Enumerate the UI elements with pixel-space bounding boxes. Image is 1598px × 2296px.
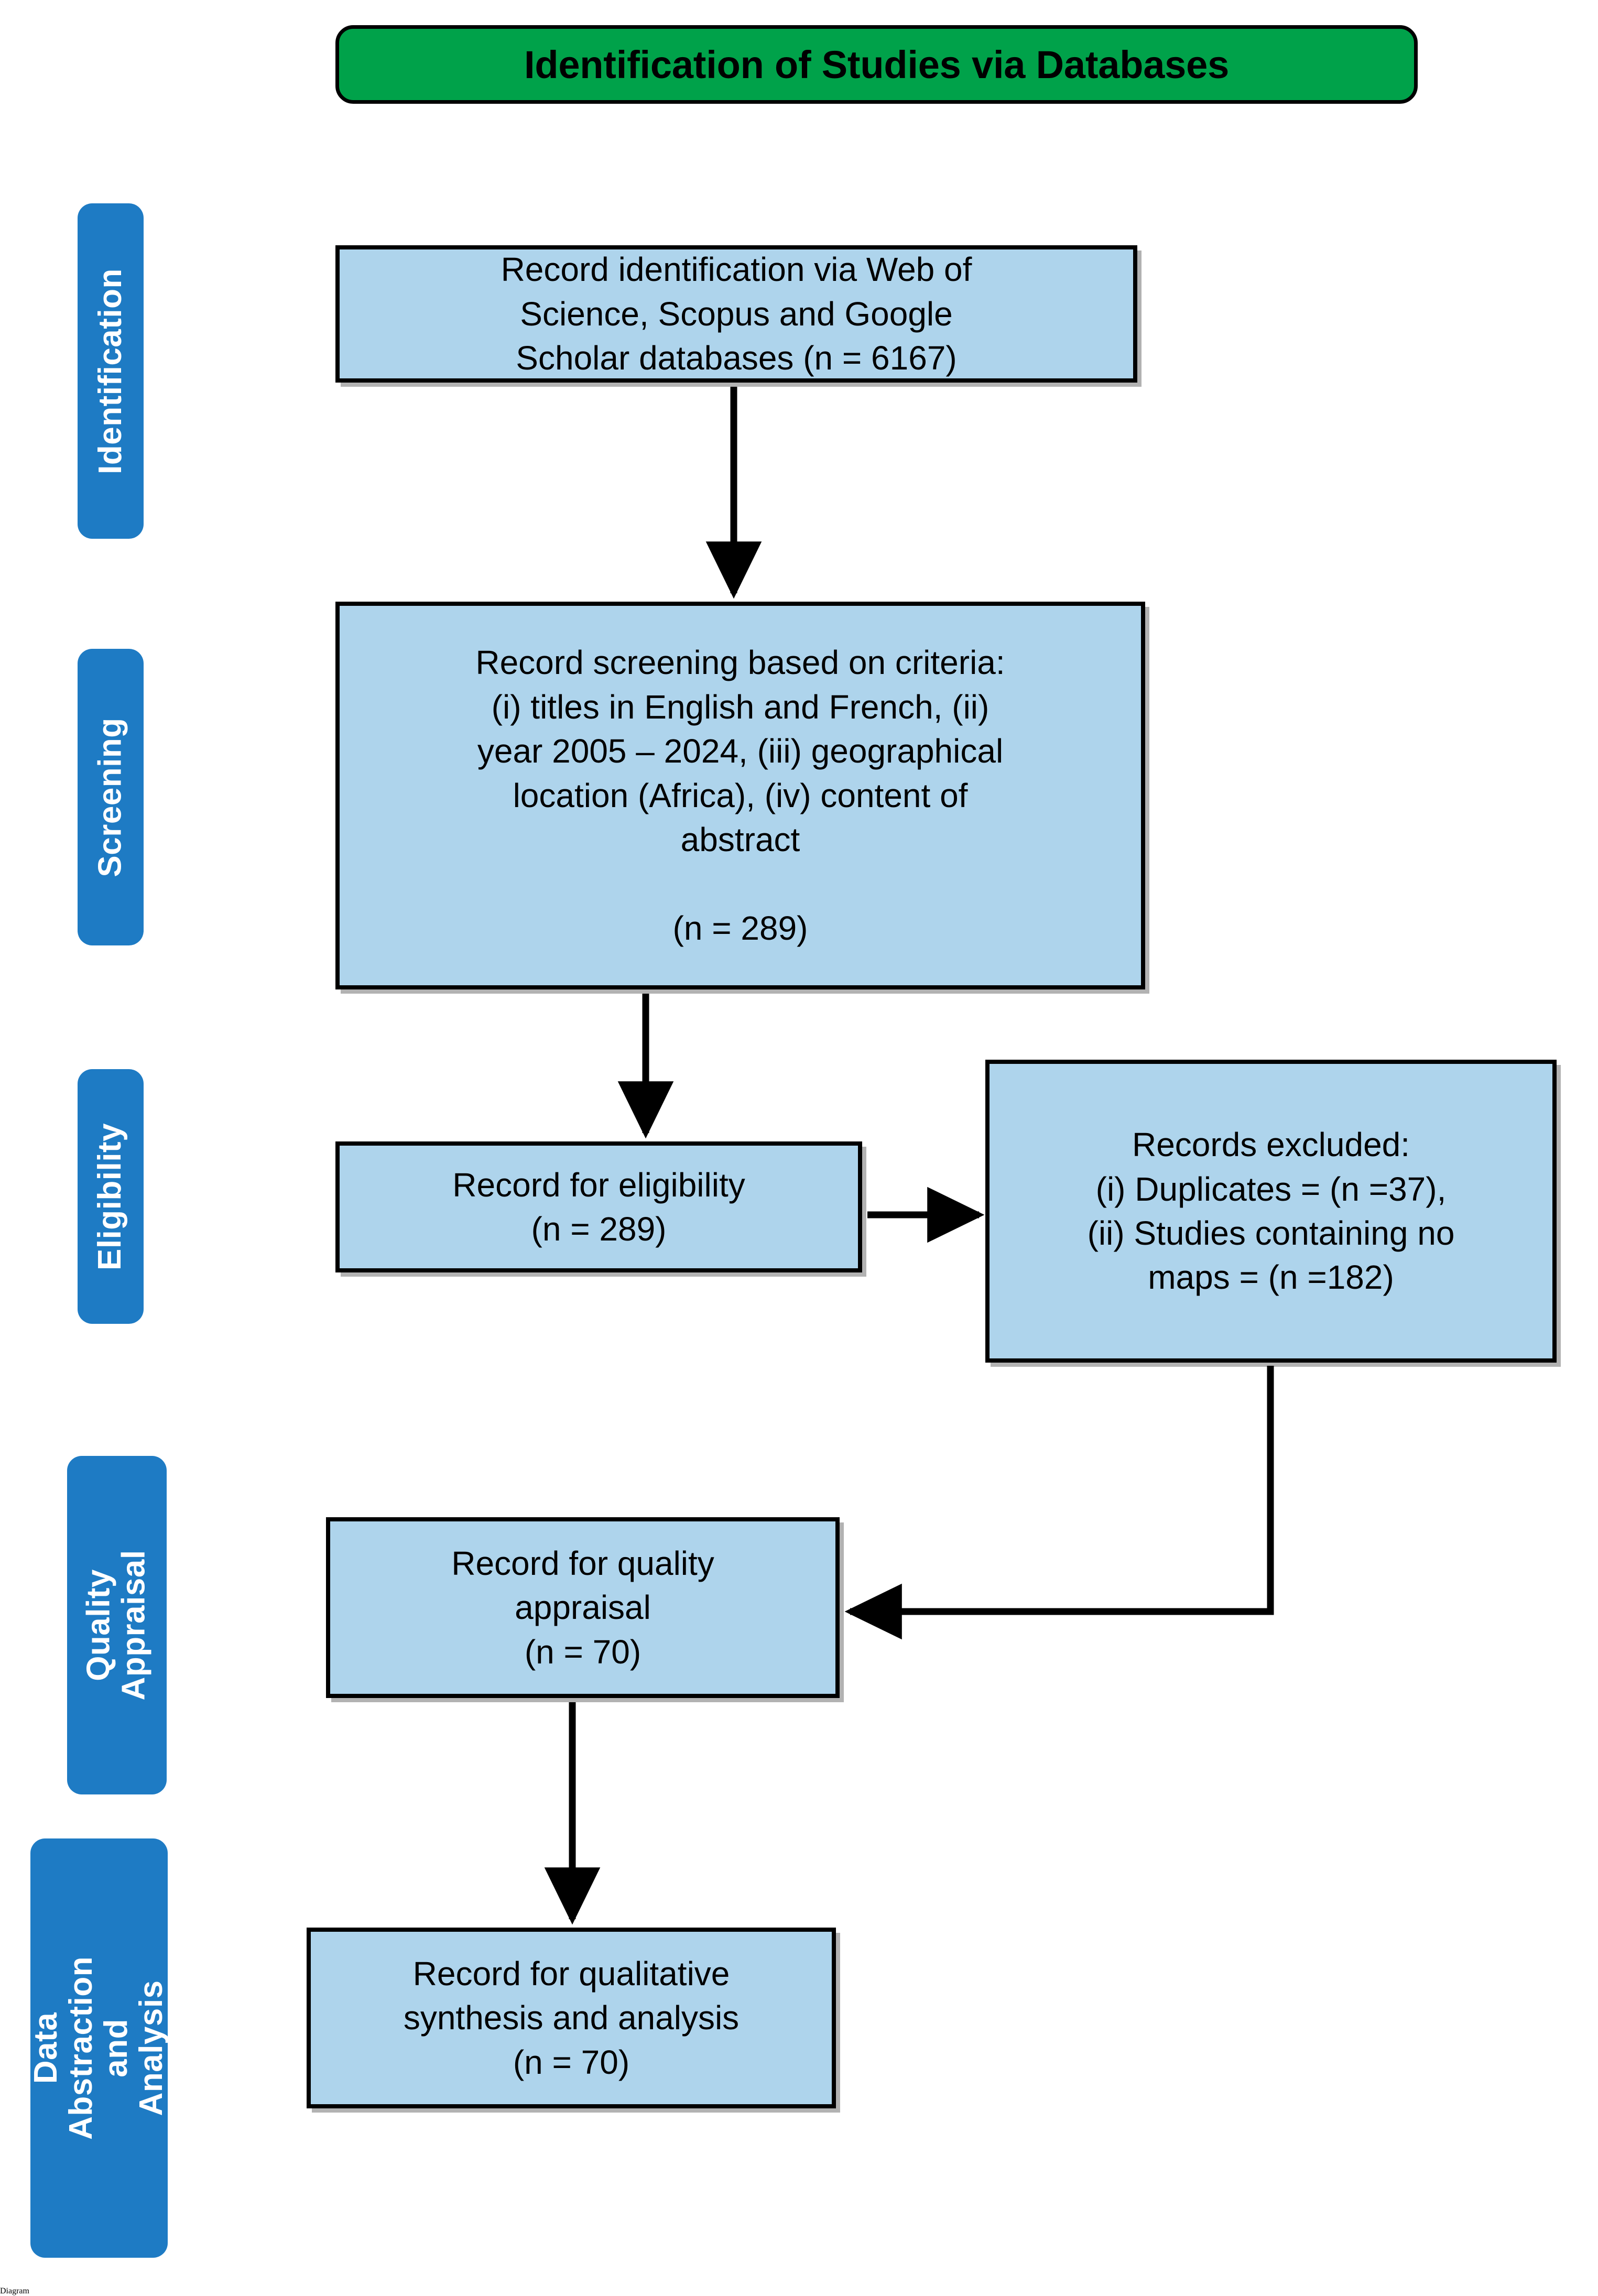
flow-box-eligibility: Record for eligibility (n = 289) [335,1141,862,1272]
stage-pill-identification: Identification [78,203,144,539]
stage-label-eligibility: Eligibility [92,1123,128,1270]
flow-box-screening-text: Record screening based on criteria: (i) … [475,644,1005,948]
stage-label-identification: Identification [92,268,128,474]
flow-box-eligibility-text: Record for eligibility (n = 289) [452,1166,745,1248]
flow-box-quality-appraisal-text: Record for quality appraisal (n = 70) [451,1544,714,1671]
diagram-title-banner: Identification of Studies via Databases [335,25,1418,104]
flow-box-identification: Record identification via Web of Science… [335,245,1137,383]
flow-box-records-excluded-text: Records excluded: (i) Duplicates = (n =3… [1087,1126,1455,1297]
connector-excluded-to-quality-appraisal [844,1366,1274,1640]
flow-box-records-excluded: Records excluded: (i) Duplicates = (n =3… [985,1060,1557,1363]
flow-box-quality-appraisal: Record for quality appraisal (n = 70) [326,1517,840,1698]
flow-box-screening: Record screening based on criteria: (i) … [335,602,1145,989]
flow-box-identification-text: Record identification via Web of Science… [501,251,972,377]
diagram-title-text: Identification of Studies via Databases [524,42,1230,86]
flow-box-qualitative-synthesis-text: Record for qualitative synthesis and ana… [403,1954,740,2081]
stage-label-screening: Screening [92,717,128,877]
stage-pill-screening: Screening [78,649,144,945]
flow-box-qualitative-synthesis: Record for qualitative synthesis and ana… [307,1928,836,2108]
stage-pill-eligibility: Eligibility [78,1069,144,1324]
